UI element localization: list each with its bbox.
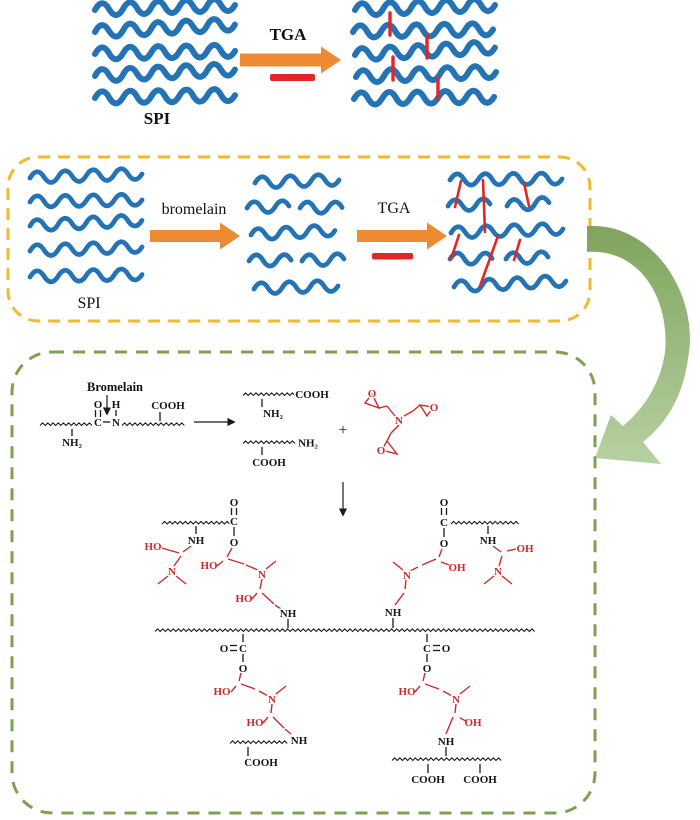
network-lower-left: HO N HO NH COOH [212, 672, 309, 771]
crosslinker-bar [270, 74, 315, 81]
atom-label: O [239, 663, 248, 675]
atom-label: COOH [244, 757, 278, 769]
atom-label: N [452, 694, 460, 706]
hydrolysate-products: COOH NH₂ NH₂ COOH + [242, 388, 348, 471]
atom-label: OH [448, 562, 466, 574]
atom-label: C [230, 516, 238, 528]
atom-label: C [94, 417, 102, 429]
bromelain-label: Bromelain [87, 380, 143, 394]
atom-label: C [423, 643, 431, 655]
crosslinker-bar [372, 253, 413, 260]
plus-sign: + [338, 422, 347, 439]
atom-label: HO [213, 686, 231, 698]
hydrolyzed-fragments-group [247, 175, 344, 294]
atom-label: O [230, 497, 239, 509]
atom-label: N [395, 415, 403, 427]
atom-label: OH [516, 543, 534, 555]
atom-label: OH [464, 717, 482, 729]
atom-label: COOH [151, 400, 185, 412]
atom-label: NH [480, 535, 497, 547]
atom-label: N [168, 566, 176, 578]
atom-label: HO [398, 686, 416, 698]
network-upper-right: O C O NH OH N OH N NH [383, 496, 535, 628]
tga-label: TGA [378, 200, 411, 217]
atom-label: NH [291, 735, 308, 747]
green-curved-arrow [587, 225, 690, 464]
spi-label: SPI [144, 109, 171, 128]
atom-label: NH₂ [62, 437, 83, 449]
atom-label: COOH [252, 457, 286, 469]
crosslinks [388, 11, 440, 101]
network-upper-left: O C O NH HO N HO N HO [143, 496, 298, 628]
atom-label: O [368, 388, 377, 400]
atom-label: COOH [295, 389, 329, 401]
atom-label: NH [385, 607, 402, 619]
crosslinks [449, 178, 531, 288]
atom-label: N [112, 417, 120, 429]
atom-label: O [377, 445, 386, 457]
atom-label: NH₂ [263, 408, 284, 420]
spi-chain-group [95, 0, 235, 105]
atom-label: O [94, 399, 103, 411]
spi-label: SPI [77, 295, 100, 312]
atom-label: N [403, 570, 411, 582]
green-dashed-box [10, 350, 597, 815]
atom-label: O [230, 537, 239, 549]
tga-label: TGA [270, 25, 308, 44]
atom-label: N [268, 694, 276, 706]
network-backbone: O C O C O O NH NH [154, 628, 535, 677]
atom-label: O [220, 643, 229, 655]
atom-label: NH [438, 736, 455, 748]
crosslinked-spi-group [353, 0, 496, 107]
atom-label: O [442, 643, 451, 655]
peptide-substrate: Bromelain O C H N COOH NH₂ [39, 380, 236, 451]
atom-label: HO [200, 560, 218, 572]
native-spi-scheme: SPI TGA [0, 0, 700, 128]
atom-label: N [494, 566, 502, 578]
atom-label: HO [144, 541, 162, 553]
atom-label: C [239, 643, 247, 655]
tga-arrow [357, 222, 447, 250]
tga-molecule: N O O O [363, 387, 440, 459]
atom-label: O [430, 402, 439, 414]
atom-label: N [258, 569, 266, 581]
atom-label: O [440, 538, 449, 550]
crosslinked-fragments-group [448, 171, 566, 292]
atom-label: NH₂ [298, 438, 319, 450]
atom-label: COOH [411, 774, 445, 786]
atom-label: O [423, 663, 432, 675]
atom-label: COOH [463, 774, 497, 786]
network-lower-right: HO N OH NH COOH COOH [391, 672, 502, 788]
spi-chain-group [30, 169, 142, 283]
atom-label: HO [246, 717, 264, 729]
tga-arrow [240, 46, 341, 74]
atom-label: C [440, 517, 448, 529]
reaction-mechanism-scheme: Bromelain O C H N COOH NH₂ COOH NH₂ NH₂ [10, 350, 597, 815]
atom-label: H [112, 399, 121, 411]
atom-label: NH [280, 608, 297, 620]
curved-arrow-shape [587, 225, 690, 464]
atom-label: O [440, 497, 449, 509]
bromelain-label: bromelain [162, 201, 227, 218]
bromelain-arrow [150, 222, 240, 250]
atom-label: NH [188, 535, 205, 547]
atom-label: HO [235, 593, 253, 605]
